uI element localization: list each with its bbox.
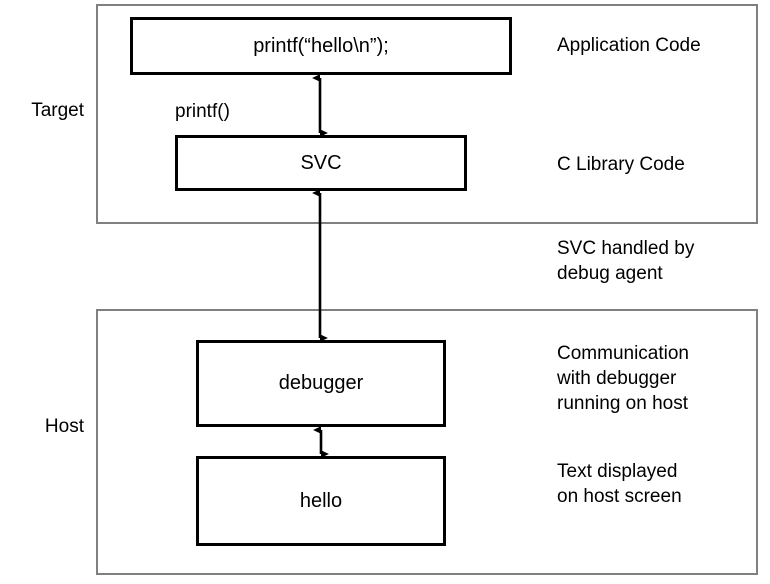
label-printf-call: printf() <box>175 101 230 122</box>
caption-text-displayed-on-host-screen: Text displayed on host screen <box>557 461 682 507</box>
caption-application-code: Application Code <box>557 35 701 56</box>
caption-communication-with-debugger: Communication with debugger running on h… <box>557 343 689 414</box>
caption-c-library-code: C Library Code <box>557 154 685 175</box>
caption-svc-handled-by-debug-agent: SVC handled by debug agent <box>557 238 695 284</box>
box-svc: SVC <box>175 135 467 191</box>
section-host-container <box>96 309 758 575</box>
box-hello: hello <box>196 456 446 546</box>
box-debugger: debugger <box>196 340 446 427</box>
section-target-container <box>96 4 758 224</box>
side-label-host: Host <box>44 416 84 437</box>
side-label-target: Target <box>31 100 84 121</box>
box-application-code: printf(“hello\n”); <box>130 17 512 75</box>
